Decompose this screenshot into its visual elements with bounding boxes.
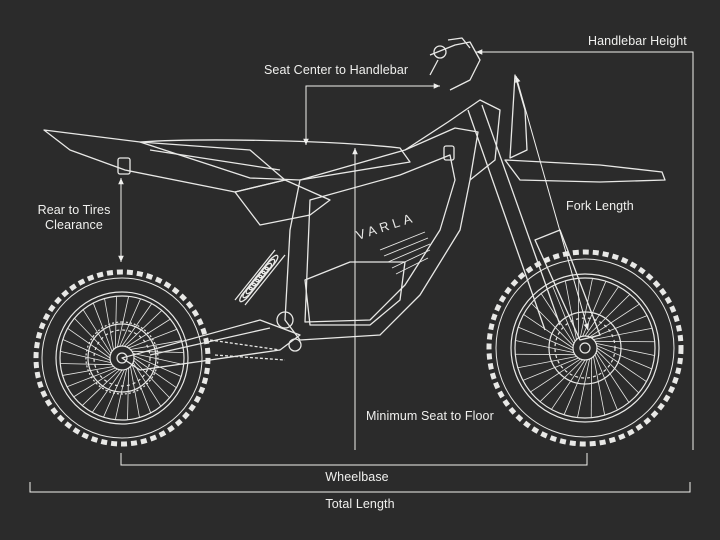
- battery-box: [304, 261, 406, 326]
- rear-fender: [43, 129, 286, 193]
- label-seat-center-to-handlebar: Seat Center to Handlebar: [264, 63, 409, 77]
- label-fork-length: Fork Length: [566, 199, 634, 213]
- wheelbase-line: [120, 453, 588, 466]
- total-length-line: [29, 482, 691, 493]
- brand-text: VARLA: [354, 210, 417, 243]
- front-hub: [572, 335, 598, 361]
- rear-wheel: [33, 269, 211, 447]
- front-tire-knobs: [486, 249, 684, 447]
- rear-shock: [234, 249, 286, 306]
- handlebar: [429, 41, 481, 91]
- fork-length-line: [515, 75, 589, 331]
- rear-hub: [109, 345, 135, 371]
- label-rear-to-tires-clearance: Rear to Tires Clearance: [37, 203, 111, 232]
- front-fender: [504, 159, 666, 183]
- frame-vents: [379, 231, 431, 275]
- motor: [276, 311, 294, 329]
- rear-tire-knobs: [33, 269, 211, 447]
- front-spokes: [515, 278, 655, 418]
- tail-light: [117, 157, 131, 175]
- front-wheel: [486, 249, 684, 447]
- fork-right: [481, 104, 561, 326]
- rear-brake-disc: [87, 323, 157, 393]
- dimension-lines: [29, 49, 694, 493]
- label-minimum-seat-to-floor: Minimum Seat to Floor: [366, 409, 494, 423]
- label-total-length: Total Length: [325, 497, 395, 511]
- label-handlebar-height: Handlebar Height: [588, 34, 687, 48]
- seat-to-handlebar-line: [303, 83, 440, 145]
- side-panel: [234, 179, 331, 226]
- label-wheelbase: Wheelbase: [325, 470, 389, 484]
- number-plate: [509, 74, 528, 159]
- rear-sprocket: [85, 321, 159, 395]
- handlebar-height-line: [476, 49, 694, 450]
- main-frame: [284, 127, 479, 341]
- front-shroud: [404, 99, 501, 181]
- fork-left: [467, 109, 546, 331]
